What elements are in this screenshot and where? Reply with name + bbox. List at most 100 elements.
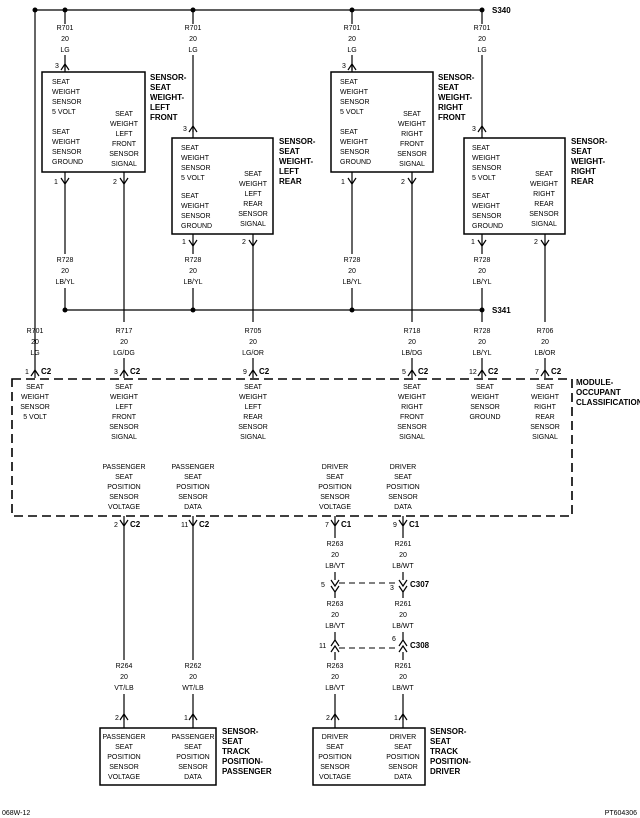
svg-text:REAR: REAR: [534, 201, 553, 208]
track-sensor-terminals: 2 1 2 1: [115, 712, 408, 728]
svg-text:2: 2: [114, 522, 118, 529]
svg-text:PASSENGER: PASSENGER: [102, 734, 145, 741]
svg-text:R728: R728: [185, 257, 202, 264]
svg-text:SEAT: SEAT: [181, 193, 199, 200]
wire-label-top1: R701 20 LG: [57, 25, 74, 54]
svg-text:SENSOR: SENSOR: [238, 424, 268, 431]
svg-text:WEIGHT: WEIGHT: [181, 203, 210, 210]
svg-text:11: 11: [319, 643, 326, 650]
svg-text:20: 20: [61, 268, 69, 275]
connector-terminal-icon: [347, 62, 357, 72]
svg-text:WEIGHT: WEIGHT: [472, 203, 501, 210]
svg-text:WEIGHT-: WEIGHT-: [150, 93, 185, 102]
svg-text:2: 2: [115, 715, 119, 722]
svg-text:DATA: DATA: [394, 774, 412, 781]
svg-text:SIGNAL: SIGNAL: [111, 434, 137, 441]
svg-text:SEAT: SEAT: [326, 744, 344, 751]
svg-text:5 VOLT: 5 VOLT: [340, 109, 364, 116]
svg-text:R728: R728: [474, 257, 491, 264]
svg-text:TRACK: TRACK: [430, 747, 458, 756]
svg-text:SEAT: SEAT: [52, 79, 70, 86]
wire-label-top2: R701 20 LG: [185, 25, 202, 54]
wire-label-top4: R701 20 LG: [474, 25, 491, 54]
svg-text:LG: LG: [477, 47, 486, 54]
splice-label-s340: S340: [492, 6, 511, 15]
svg-text:LB/WT: LB/WT: [392, 623, 414, 630]
svg-text:1: 1: [25, 369, 29, 376]
svg-text:R706: R706: [537, 328, 554, 335]
connector-terminal-icon: [477, 124, 487, 138]
svg-text:POSITION: POSITION: [176, 484, 209, 491]
svg-text:RIGHT: RIGHT: [534, 404, 557, 411]
svg-text:C1: C1: [341, 520, 352, 529]
svg-text:SENSOR-: SENSOR-: [222, 727, 259, 736]
svg-text:20: 20: [31, 339, 39, 346]
svg-text:FRONT: FRONT: [112, 414, 137, 421]
svg-text:LB/VT: LB/VT: [325, 685, 345, 692]
svg-text:SEAT: SEAT: [403, 111, 421, 118]
svg-text:WEIGHT-: WEIGHT-: [438, 93, 473, 102]
svg-text:R262: R262: [185, 663, 202, 670]
svg-text:R263: R263: [327, 541, 344, 548]
svg-text:SEAT: SEAT: [340, 79, 358, 86]
svg-text:SENSOR: SENSOR: [109, 494, 139, 501]
svg-text:SEAT: SEAT: [438, 83, 459, 92]
svg-text:20: 20: [478, 36, 486, 43]
svg-text:WT/LB: WT/LB: [182, 685, 204, 692]
svg-text:FRONT: FRONT: [150, 113, 178, 122]
sensor-seat-track-position-passenger: [99, 727, 217, 786]
svg-text:POSITION: POSITION: [107, 484, 140, 491]
svg-text:1: 1: [182, 239, 186, 246]
svg-text:LB/YL: LB/YL: [183, 279, 202, 286]
svg-text:7: 7: [325, 522, 329, 529]
svg-text:9: 9: [393, 522, 397, 529]
svg-text:SENSOR-: SENSOR-: [150, 73, 187, 82]
svg-text:SEAT: SEAT: [472, 193, 490, 200]
svg-text:R701: R701: [57, 25, 74, 32]
svg-text:SENSOR: SENSOR: [320, 764, 350, 771]
svg-text:20: 20: [348, 36, 356, 43]
svg-text:RIGHT: RIGHT: [571, 167, 596, 176]
svg-text:WEIGHT: WEIGHT: [52, 89, 81, 96]
svg-text:C308: C308: [410, 641, 430, 650]
svg-text:POSITION: POSITION: [386, 754, 419, 761]
svg-text:R261: R261: [395, 541, 412, 548]
svg-text:WEIGHT: WEIGHT: [340, 139, 369, 146]
svg-text:WEIGHT: WEIGHT: [398, 121, 427, 128]
svg-text:FRONT: FRONT: [438, 113, 466, 122]
svg-text:20: 20: [348, 268, 356, 275]
svg-text:SEAT: SEAT: [52, 129, 70, 136]
svg-text:WEIGHT: WEIGHT: [239, 394, 268, 401]
svg-text:LB/OR: LB/OR: [534, 350, 555, 357]
svg-text:SIGNAL: SIGNAL: [532, 434, 558, 441]
svg-text:SIGNAL: SIGNAL: [399, 434, 425, 441]
svg-text:WEIGHT: WEIGHT: [181, 155, 210, 162]
sensor-rr-text: SEAT WEIGHT SENSOR 5 VOLT SEAT WEIGHT SE…: [472, 145, 559, 230]
svg-text:VOLTAGE: VOLTAGE: [319, 504, 351, 511]
svg-text:GROUND: GROUND: [469, 414, 500, 421]
wire-label-passenger: R264 20 VT/LB R262 20 WT/LB: [114, 663, 204, 692]
svg-text:SIGNAL: SIGNAL: [240, 434, 266, 441]
svg-text:SIGNAL: SIGNAL: [399, 161, 425, 168]
svg-text:SEAT: SEAT: [476, 384, 494, 391]
svg-text:FRONT: FRONT: [400, 414, 425, 421]
svg-text:LEFT: LEFT: [244, 191, 262, 198]
svg-text:SENSOR: SENSOR: [238, 211, 268, 218]
svg-text:LG: LG: [30, 350, 39, 357]
svg-text:LB/VT: LB/VT: [325, 623, 345, 630]
svg-text:20: 20: [478, 339, 486, 346]
svg-text:R701: R701: [474, 25, 491, 32]
svg-text:R705: R705: [245, 328, 262, 335]
sensor-seat-weight-right-rear: [463, 137, 566, 235]
svg-text:LB/DG: LB/DG: [401, 350, 422, 357]
svg-text:SENSOR: SENSOR: [529, 211, 559, 218]
track-pass-text: PASSENGER SEAT POSITION SENSOR VOLTAGE P…: [102, 734, 214, 781]
svg-text:REAR: REAR: [571, 177, 594, 186]
svg-text:POSITION: POSITION: [107, 754, 140, 761]
svg-text:C2: C2: [130, 367, 141, 376]
svg-text:11: 11: [181, 522, 188, 529]
svg-text:SENSOR: SENSOR: [388, 494, 418, 501]
svg-text:WEIGHT-: WEIGHT-: [571, 157, 606, 166]
svg-text:DATA: DATA: [184, 774, 202, 781]
svg-text:WEIGHT: WEIGHT: [471, 394, 500, 401]
